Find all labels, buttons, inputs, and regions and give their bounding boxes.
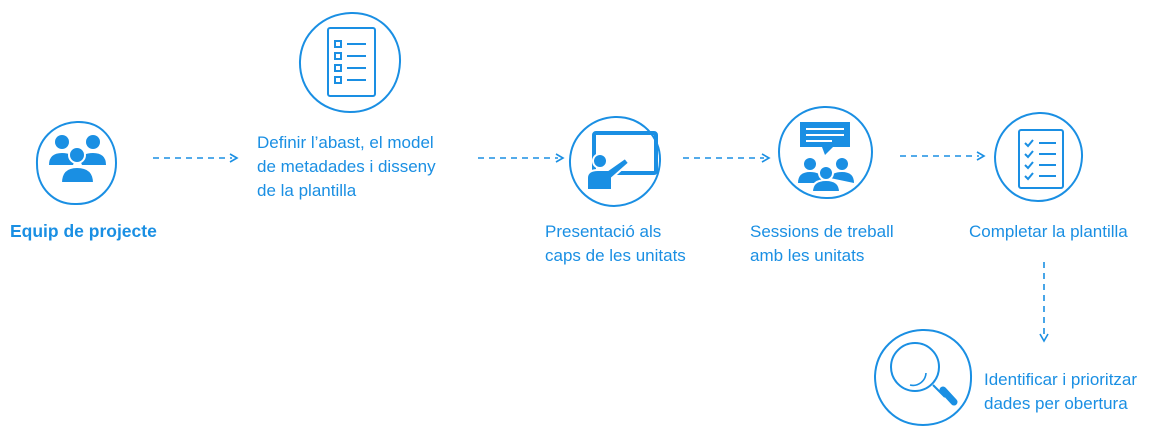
label-line: Definir l’abast, el model — [257, 133, 434, 152]
sessions-circle — [777, 105, 874, 200]
label-line: amb les unitats — [750, 246, 865, 265]
label-line: Equip de projecte — [10, 221, 157, 241]
document-list-icon — [327, 27, 376, 97]
step-label-presentacio: Presentació als caps de les unitats — [545, 220, 686, 268]
step-label-equip: Equip de projecte — [10, 219, 157, 243]
completar-circle — [993, 111, 1084, 203]
step-label-completar: Completar la plantilla — [969, 220, 1128, 244]
step-label-sessions: Sessions de treball amb les unitats — [750, 220, 894, 268]
step-label-identificar: Identificar i prioritzar dades per obert… — [984, 368, 1137, 416]
definir-circle — [298, 11, 402, 114]
presentation-icon — [586, 131, 658, 191]
presentacio-circle — [568, 115, 662, 208]
checklist-icon — [1018, 129, 1064, 189]
label-line: dades per obertura — [984, 394, 1128, 413]
label-line: Presentació als — [545, 222, 662, 241]
identificar-circle — [873, 328, 973, 427]
magnifier-icon — [890, 342, 958, 406]
equip-circle — [35, 120, 118, 206]
meeting-icon — [798, 122, 854, 193]
step-label-definir: Definir l’abast, el model de metadades i… — [257, 131, 436, 203]
label-line: de la plantilla — [257, 181, 357, 200]
label-line: caps de les unitats — [545, 246, 686, 265]
label-line: Completar la plantilla — [969, 222, 1128, 241]
speech-lines — [806, 128, 844, 142]
team-icon — [49, 135, 106, 184]
label-line: Identificar i prioritzar — [984, 370, 1138, 389]
label-line: de metadades i disseny — [257, 157, 436, 176]
label-line: Sessions de treball — [750, 222, 894, 241]
